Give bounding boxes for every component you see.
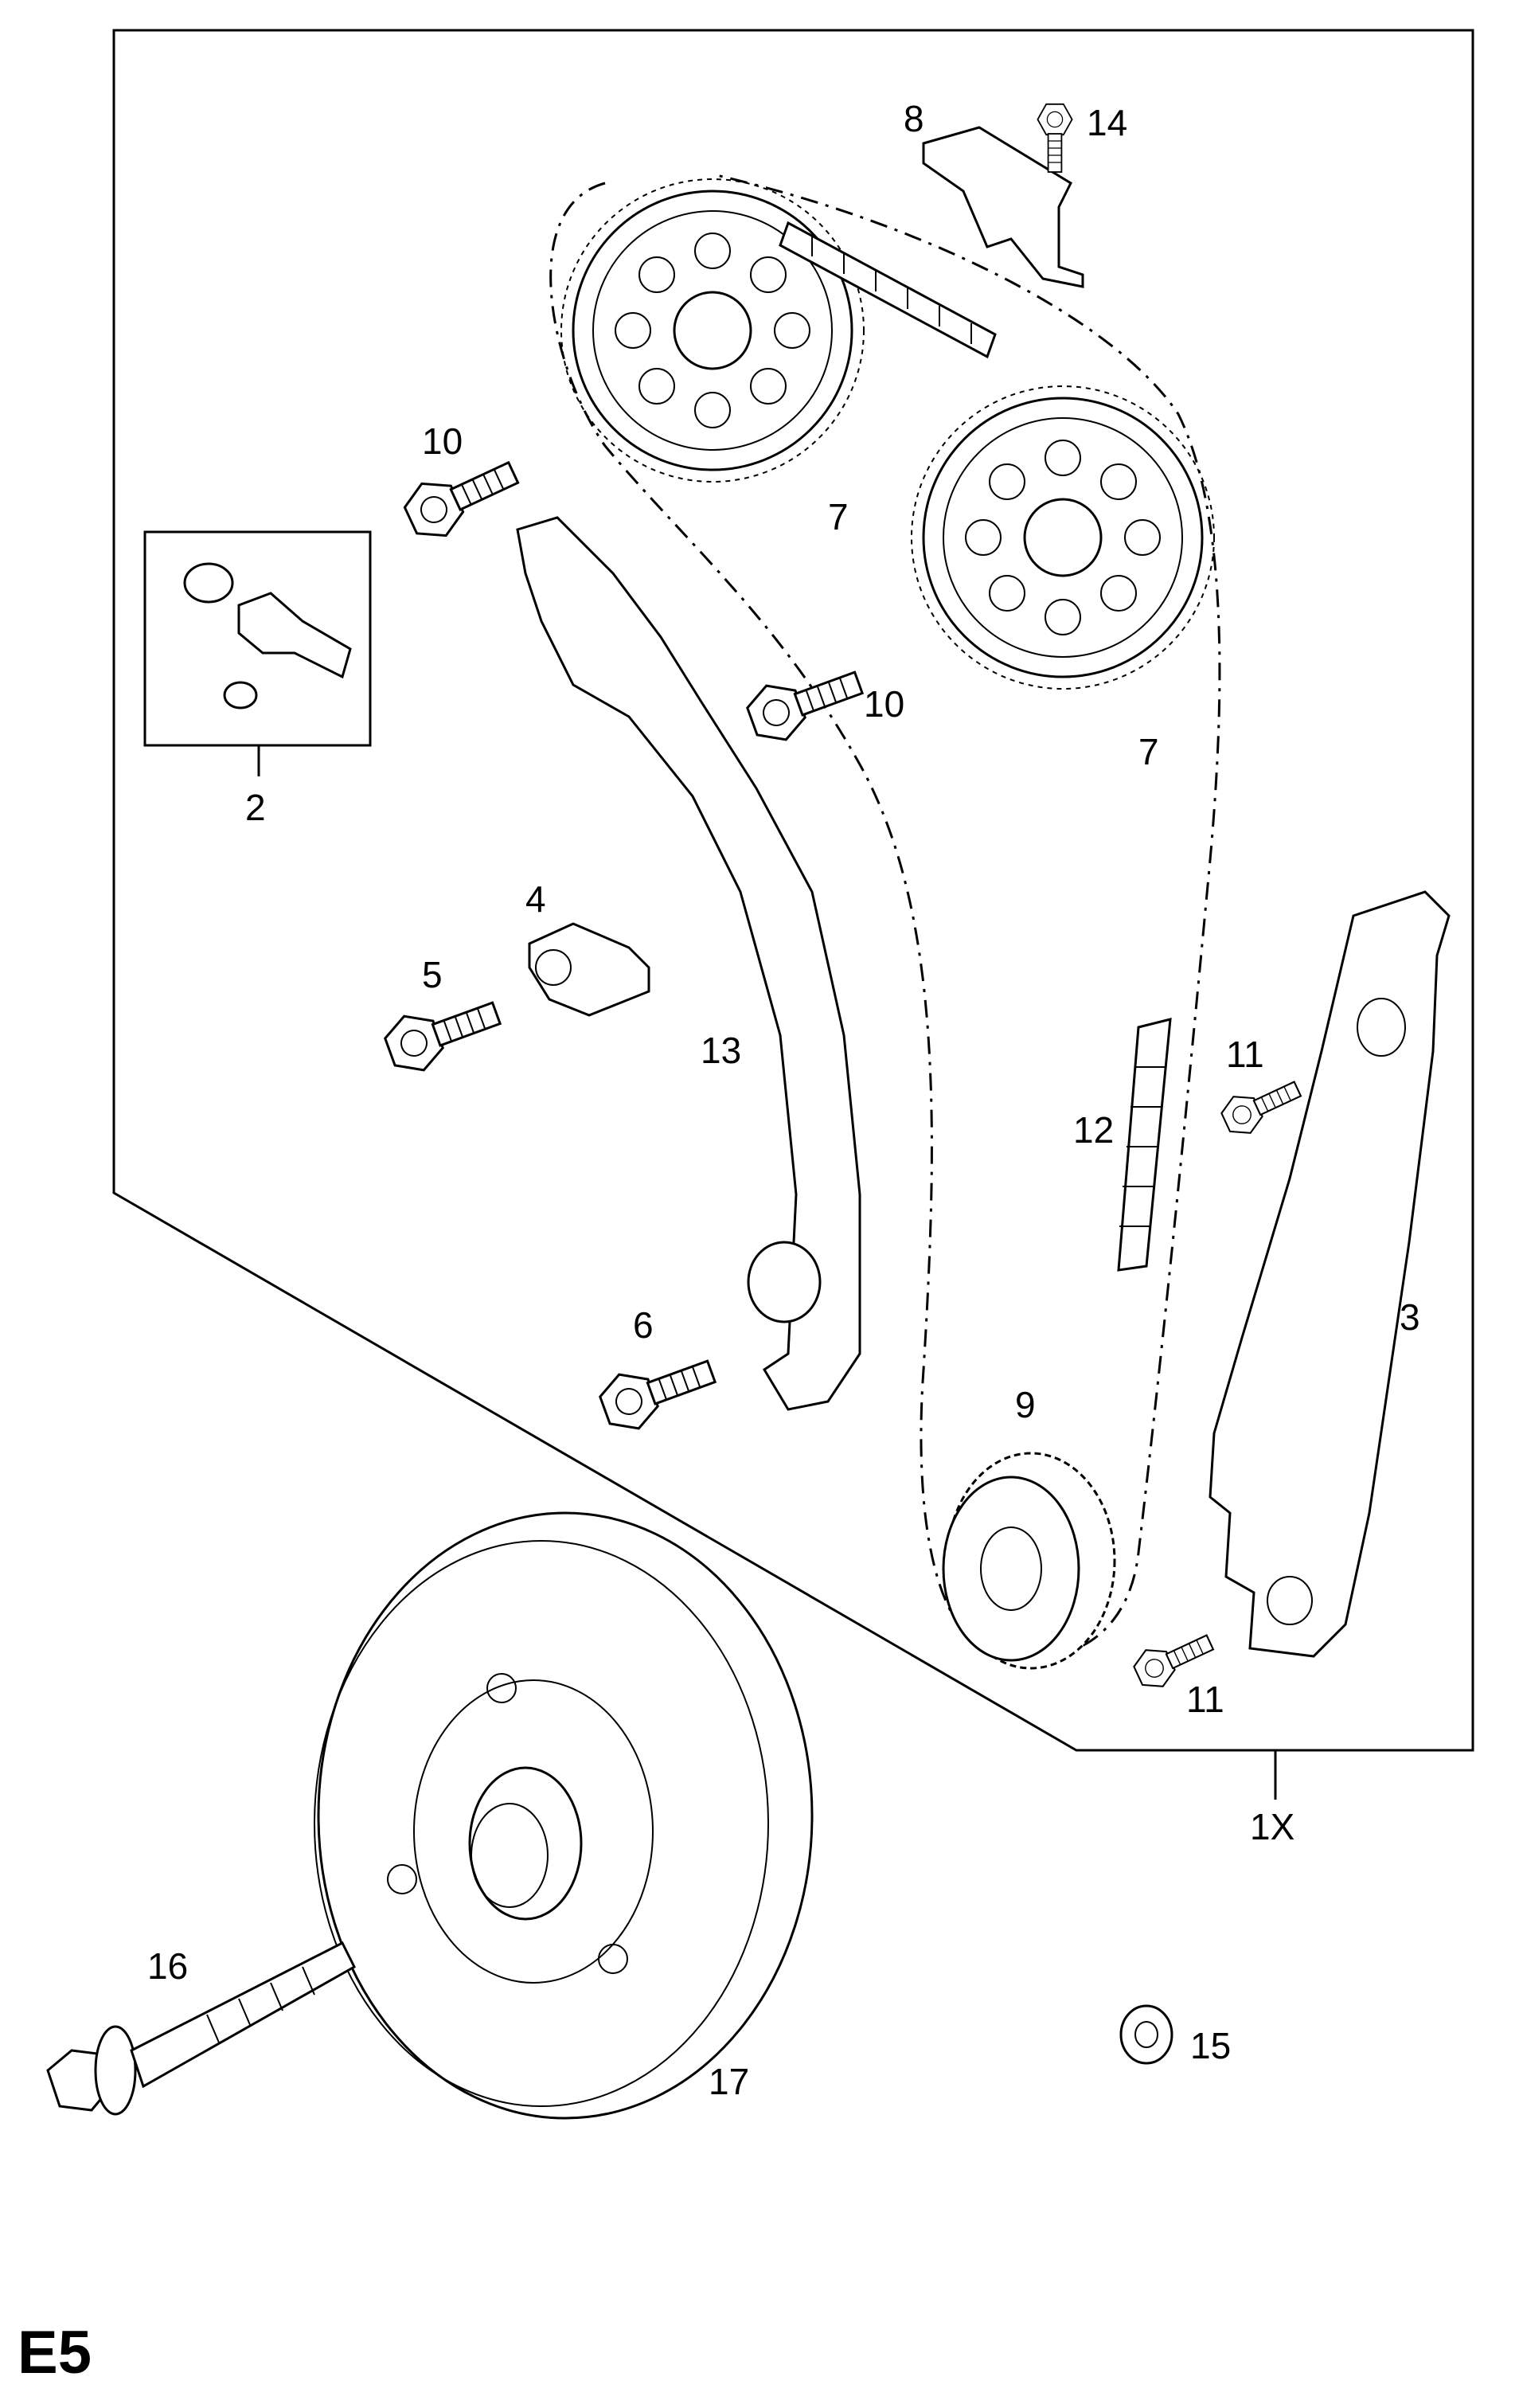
callout-10-lower: 10 (864, 683, 904, 725)
callout-11-lower: 11 (1186, 1679, 1224, 1720)
bolt-5 (379, 985, 508, 1081)
sprocket-bolt-lower (741, 655, 870, 750)
chain-guide-bracket (922, 126, 1084, 288)
plug-15 (1119, 2004, 1173, 2065)
bolt-14 (1037, 103, 1073, 173)
bolt-6 (594, 1343, 723, 1439)
pulley-bolt (46, 1941, 356, 2116)
crankshaft-sprocket (942, 1452, 1116, 1670)
chain-segment-middle (1117, 1018, 1172, 1272)
fixed-guide-upper-hole (1357, 998, 1406, 1057)
callout-3: 3 (1400, 1296, 1420, 1338)
crankshaft-pulley (314, 1511, 814, 2120)
callout-6: 6 (633, 1304, 654, 1346)
callout-2: 2 (245, 787, 266, 828)
fixed-guide-rail (1209, 890, 1451, 1658)
pivot-pin (528, 922, 650, 1017)
callout-13: 13 (701, 1030, 741, 1071)
callout-10-upper: 10 (422, 420, 463, 462)
callout-14: 14 (1087, 102, 1127, 143)
callout-9: 9 (1015, 1384, 1036, 1425)
tensioner-guide-rail (516, 516, 861, 1411)
tensioner-rail-pivot (747, 1241, 822, 1323)
camshaft-sprocket-intake (560, 178, 865, 483)
callout-7-upper: 7 (828, 496, 849, 538)
page-code: E5 (18, 2319, 92, 2386)
callout-11-upper: 11 (1226, 1034, 1264, 1075)
timing-chain-path (549, 174, 1221, 1659)
callout-7-lower: 7 (1138, 731, 1159, 772)
callout-8: 8 (904, 98, 924, 139)
chain-segment-top (779, 221, 997, 359)
callout-5: 5 (422, 954, 443, 995)
guide-bolt-upper (1216, 1069, 1307, 1142)
fixed-guide-lower-hole (1267, 1576, 1313, 1625)
callout-4: 4 (525, 878, 546, 920)
camshaft-sprocket-exhaust (910, 385, 1216, 690)
tensioner-kit-box (143, 530, 372, 776)
callout-1x: 1X (1250, 1806, 1294, 1847)
callout-16: 16 (147, 1945, 188, 1987)
callout-12: 12 (1073, 1109, 1114, 1151)
callout-15: 15 (1190, 2025, 1231, 2066)
callout-17: 17 (709, 2061, 749, 2102)
